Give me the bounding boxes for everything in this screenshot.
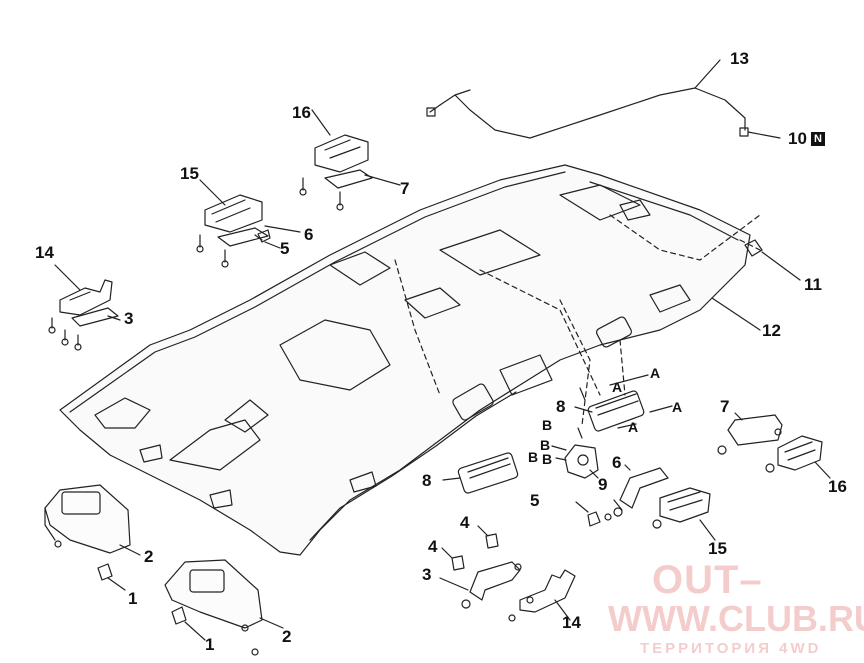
callout-13: 13 — [730, 49, 749, 68]
bracket-15-top — [196, 179, 301, 268]
clip-5-right — [575, 501, 612, 527]
clip-5-top — [257, 229, 271, 243]
callout-4-b: 4 — [428, 537, 438, 556]
sun-visor-2 — [164, 559, 284, 656]
callout-1-a: 1 — [128, 589, 138, 608]
callout-16-right: 16 — [828, 477, 847, 496]
clip-11 — [744, 239, 801, 281]
dome-lamp-8-left — [442, 452, 519, 494]
section-mark-a-3: A — [672, 399, 683, 415]
section-mark-b-4: B — [542, 451, 553, 467]
callout-10-number: 10 — [788, 129, 807, 148]
callout-6-right: 6 — [612, 453, 622, 472]
bracket-14-bottom — [508, 569, 576, 622]
watermark-line-3: ТЕРРИТОРИЯ 4WD — [640, 640, 822, 657]
section-mark-a-2: A — [612, 379, 623, 395]
grab-handle-6 — [613, 464, 669, 517]
callout-16-top: 16 — [292, 103, 311, 122]
callout-10-badge: N — [810, 132, 825, 146]
section-mark-a-1: A — [650, 365, 661, 381]
callout-7-right: 7 — [720, 397, 730, 416]
watermark-line-1: OUT– — [652, 558, 763, 602]
bracket-9 — [551, 427, 599, 479]
callout-12: 12 — [762, 321, 781, 340]
callout-6-top: 6 — [304, 225, 314, 244]
bracket-16-right — [765, 435, 831, 479]
section-mark-b-3: B — [528, 449, 539, 465]
watermark-line-2: WWW.CLUB.RU — [608, 598, 864, 639]
dome-lamp-8-right — [574, 374, 673, 432]
callout-5-right: 5 — [530, 491, 540, 510]
callout-8-right: 8 — [556, 397, 566, 416]
bracket-15-right — [652, 487, 716, 541]
callout-4-a: 4 — [460, 513, 470, 532]
callout-2-a: 2 — [144, 547, 154, 566]
callout-5-top: 5 — [280, 239, 290, 258]
section-mark-b-2: B — [540, 437, 551, 453]
leader-12 — [711, 297, 761, 331]
clip-4-b — [441, 547, 465, 571]
callout-8-left: 8 — [422, 471, 432, 490]
sun-visor-1 — [44, 484, 141, 591]
callout-9: 9 — [598, 475, 608, 494]
callout-3-bottom: 3 — [422, 565, 432, 584]
callout-14-left: 14 — [35, 243, 54, 262]
callout-2-b: 2 — [282, 627, 292, 646]
grab-handle-3 — [439, 561, 522, 609]
clip-4-a — [477, 525, 499, 549]
section-mark-b-1: B — [542, 417, 553, 433]
part-7-right — [717, 412, 783, 455]
headliner-panel — [59, 164, 761, 556]
callout-3-left: 3 — [124, 309, 134, 328]
callout-1-b: 1 — [205, 635, 215, 654]
callout-15-right: 15 — [708, 539, 727, 558]
bracket-14-left — [48, 264, 121, 351]
wiring-harness — [426, 59, 781, 139]
callout-7-top: 7 — [400, 179, 410, 198]
callout-14-bottom: 14 — [562, 613, 581, 632]
callout-11: 11 — [804, 275, 822, 294]
bracket-16-top — [299, 109, 401, 211]
section-mark-a-4: A — [628, 419, 639, 435]
callout-15-top: 15 — [180, 164, 199, 183]
